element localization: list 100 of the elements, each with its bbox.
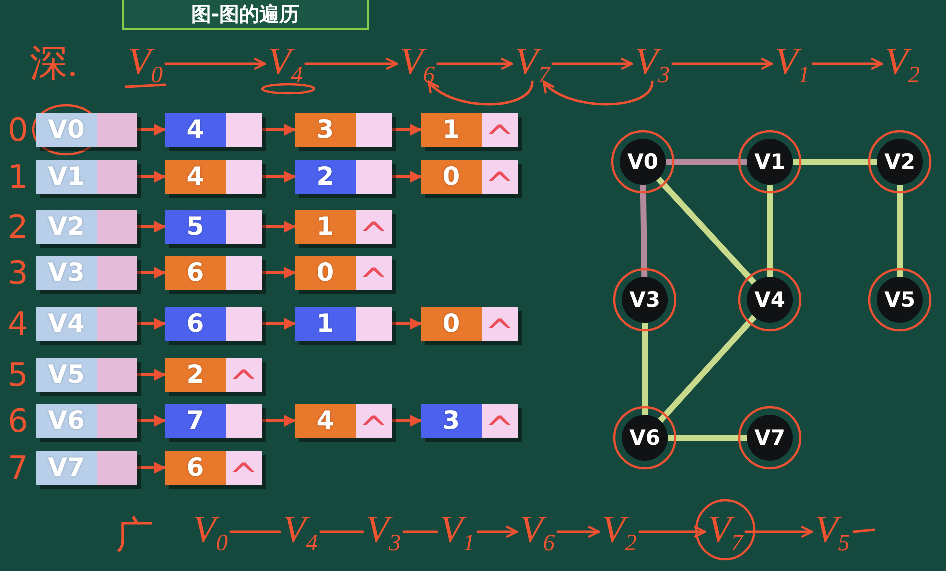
handwritten-arrow bbox=[812, 58, 884, 70]
null-pointer-mark: ^ bbox=[358, 215, 390, 244]
vertex-list-node bbox=[36, 307, 137, 341]
graph-edge bbox=[897, 185, 903, 277]
row-index: 3 bbox=[8, 256, 28, 290]
vertex-list-node bbox=[36, 160, 137, 194]
pointer-arrow bbox=[260, 221, 296, 233]
vertex-field: V3 bbox=[36, 256, 97, 290]
vertex-field: V2 bbox=[36, 210, 97, 244]
vertex-circle: V6 bbox=[622, 415, 668, 461]
vertex-field: V4 bbox=[36, 307, 97, 341]
pointer-arrow bbox=[390, 171, 422, 183]
handwritten-vertex: V$_{4}$ bbox=[283, 510, 318, 550]
row-index: 7 bbox=[8, 451, 28, 485]
data-field: 4 bbox=[165, 113, 226, 147]
null-pointer-mark: ^ bbox=[484, 409, 516, 438]
list-node bbox=[295, 113, 392, 147]
pointer-arrow bbox=[390, 124, 422, 136]
data-field: 2 bbox=[165, 358, 226, 392]
vertex-field: V7 bbox=[36, 451, 97, 485]
row-index: 6 bbox=[8, 404, 28, 438]
handwritten-arrow bbox=[556, 526, 600, 538]
graph-edge bbox=[793, 159, 877, 165]
null-pointer-mark: ^ bbox=[358, 409, 390, 438]
vertex-circle: V2 bbox=[877, 139, 923, 185]
pointer-arrow bbox=[136, 171, 166, 183]
handwritten-vertex: V$_{6}$ bbox=[400, 42, 435, 82]
curved-arrow bbox=[542, 80, 654, 106]
pointer-arrow bbox=[136, 124, 166, 136]
data-field: 1 bbox=[295, 210, 356, 244]
list-node bbox=[165, 160, 262, 194]
vertex-circle: V0 bbox=[620, 139, 666, 185]
handwritten-arrow bbox=[164, 58, 266, 70]
handwritten-vertex: V$_{0}$ bbox=[128, 42, 163, 82]
data-field: 3 bbox=[421, 404, 482, 438]
data-field: 4 bbox=[295, 404, 356, 438]
null-pointer-mark: ^ bbox=[484, 118, 516, 147]
data-field: 3 bbox=[295, 113, 356, 147]
vertex-circle: V1 bbox=[747, 139, 793, 185]
pointer-arrow bbox=[260, 267, 296, 279]
handwritten-dash bbox=[230, 530, 282, 534]
null-pointer-mark: ^ bbox=[228, 456, 260, 485]
graph-edge bbox=[666, 159, 747, 165]
handwritten-arrow bbox=[672, 58, 774, 70]
handwritten-arrow bbox=[436, 58, 514, 70]
list-node bbox=[295, 210, 392, 244]
row-index: 4 bbox=[8, 307, 28, 341]
pointer-arrow bbox=[390, 415, 422, 427]
data-field: 0 bbox=[421, 307, 482, 341]
pointer-arrow bbox=[136, 267, 166, 279]
handwritten-vertex: V$_{2}$ bbox=[602, 510, 637, 550]
data-field: 5 bbox=[165, 210, 226, 244]
list-node bbox=[165, 451, 262, 485]
pointer-arrow bbox=[260, 171, 296, 183]
pointer-arrow bbox=[260, 124, 296, 136]
row-index: 5 bbox=[8, 358, 28, 392]
null-pointer-mark: ^ bbox=[484, 165, 516, 194]
vertex-circle: V5 bbox=[877, 277, 923, 323]
pointer-arrow bbox=[136, 318, 166, 330]
list-node bbox=[165, 404, 262, 438]
list-node bbox=[165, 358, 262, 392]
handwritten-vertex: V$_{1}$ bbox=[775, 42, 810, 82]
list-node bbox=[421, 113, 518, 147]
handwritten-vertex: V$_{0}$ bbox=[193, 510, 228, 550]
vertex-field: V6 bbox=[36, 404, 97, 438]
graph-edge bbox=[656, 176, 757, 286]
list-node bbox=[165, 210, 262, 244]
vertex-list-node bbox=[36, 210, 137, 244]
handwritten-vertex: V$_{3}$ bbox=[635, 42, 670, 82]
handwritten-vertex: V$_{3}$ bbox=[366, 510, 401, 550]
list-node bbox=[421, 160, 518, 194]
data-field: 7 bbox=[165, 404, 226, 438]
handwritten-arrow bbox=[638, 526, 706, 538]
vertex-circle: V7 bbox=[747, 415, 793, 461]
vertex-circle: V4 bbox=[747, 277, 793, 323]
graph-edge bbox=[668, 435, 747, 441]
null-pointer-mark: ^ bbox=[358, 261, 390, 290]
handwritten-vertex: V$_{5}$ bbox=[815, 510, 850, 550]
graph-edge bbox=[658, 315, 757, 423]
vertex-circle: V3 bbox=[622, 277, 668, 323]
list-node bbox=[421, 307, 518, 341]
handwritten-arrow bbox=[304, 58, 398, 70]
graph-edge bbox=[767, 185, 773, 277]
handwritten-vertex: V$_{1}$ bbox=[440, 510, 475, 550]
list-node bbox=[165, 113, 262, 147]
data-field: 4 bbox=[165, 160, 226, 194]
pointer-arrow bbox=[136, 221, 166, 233]
null-pointer-mark: ^ bbox=[228, 363, 260, 392]
data-field: 6 bbox=[165, 451, 226, 485]
handwritten-vertex: V$_{6}$ bbox=[520, 510, 555, 550]
graph-edge bbox=[642, 323, 648, 415]
list-node bbox=[295, 404, 392, 438]
pointer-arrow bbox=[260, 415, 296, 427]
data-field: 6 bbox=[165, 307, 226, 341]
handwritten-vertex: V$_{4}$ bbox=[268, 42, 303, 82]
list-node bbox=[165, 256, 262, 290]
handwritten-vertex: V$_{7}$ bbox=[515, 42, 550, 82]
handwritten-arrow bbox=[552, 58, 634, 70]
vertex-field: V5 bbox=[36, 358, 97, 392]
handwritten-dash bbox=[320, 530, 364, 534]
